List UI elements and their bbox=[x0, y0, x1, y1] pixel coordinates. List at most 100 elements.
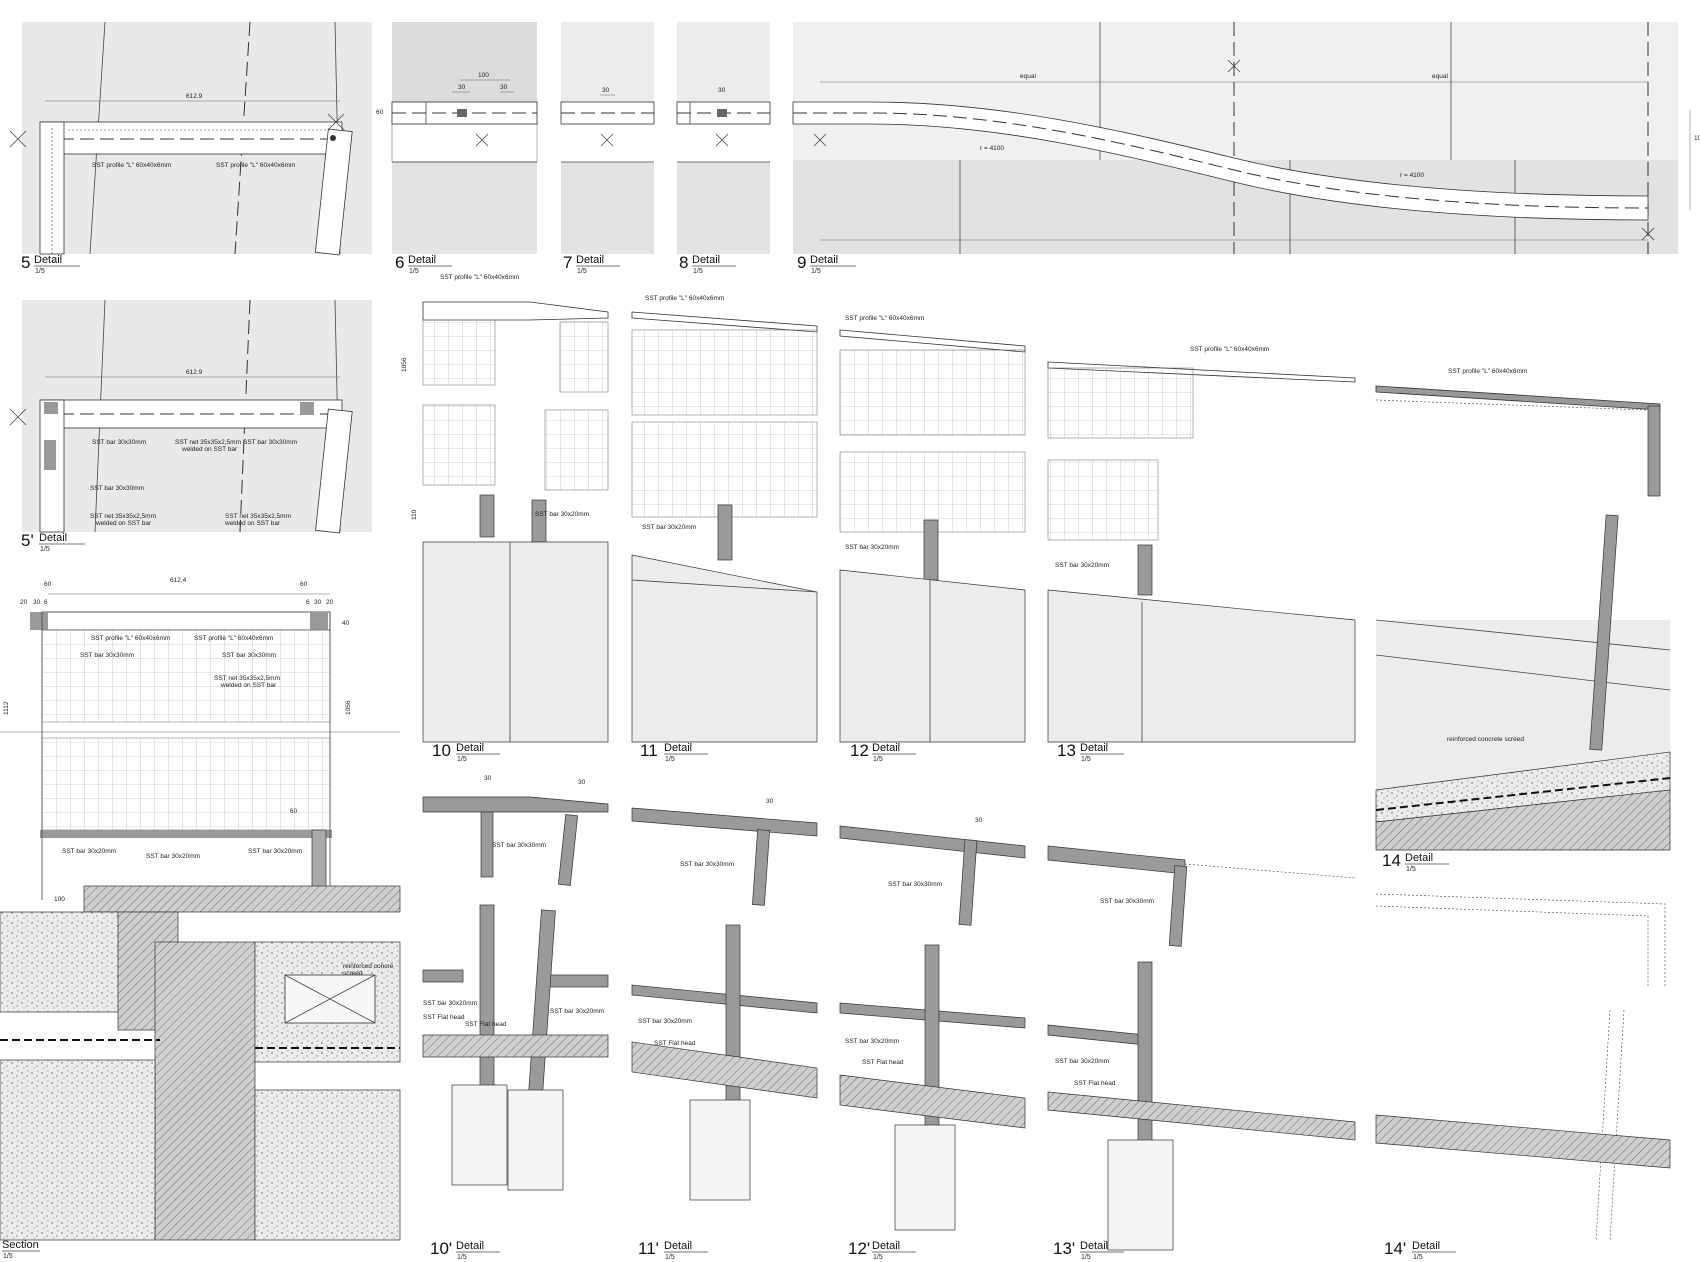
detail-14-prime-drawing bbox=[1375, 893, 1671, 1241]
detail-scale: 1/5 bbox=[1406, 866, 1416, 873]
annotation-net: SST net 35x35x2,5mm bbox=[225, 513, 291, 520]
annotation-sst-profile: SST profile "L" 60x40x6mm bbox=[645, 295, 724, 302]
dim-100: 100 bbox=[1694, 135, 1700, 142]
detail-title: Detail bbox=[408, 254, 436, 266]
annotation-bar-30x20: SST bar 30x20mm bbox=[845, 1038, 899, 1045]
detail-title: Detail bbox=[456, 742, 484, 754]
dim-20: 20 bbox=[326, 599, 334, 606]
detail-title: Detail bbox=[1080, 1240, 1108, 1252]
dim-60: 60 bbox=[44, 581, 52, 588]
dim-40: 40 bbox=[342, 620, 350, 627]
annotation-net: SST net 35x35x2,5mm bbox=[90, 513, 156, 520]
annotation-bar-30x30: SST bar 30x30mm bbox=[888, 881, 942, 888]
annotation-sst-profile: SST profile "L" 60x40x6mm bbox=[845, 315, 924, 322]
title-detail-14: 14 Detail 1/5 bbox=[1382, 851, 1449, 873]
detail-number: 5' bbox=[21, 531, 34, 550]
title-detail-5: 5 Detail 1/5 bbox=[21, 253, 80, 275]
title-detail-10: 10 Detail 1/5 bbox=[432, 741, 500, 763]
annotation-net-2: welded on SST bar bbox=[95, 520, 152, 527]
detail-scale: 1/5 bbox=[1081, 1254, 1091, 1261]
detail-6-drawing bbox=[391, 22, 538, 254]
dim-20: 20 bbox=[20, 599, 28, 606]
detail-title: Detail bbox=[872, 742, 900, 754]
dim-30: 30 bbox=[975, 817, 983, 824]
detail-scale: 1/5 bbox=[665, 756, 675, 763]
detail-scale: 1/5 bbox=[1081, 756, 1091, 763]
annotation-bar-30x30: SST bar 30x30mm bbox=[222, 652, 276, 659]
detail-scale: 1/5 bbox=[409, 268, 419, 275]
annotation-flat-head: SST Flat head bbox=[423, 1014, 465, 1021]
detail-12-prime-drawing bbox=[839, 825, 1026, 1231]
detail-scale: 1/5 bbox=[811, 268, 821, 275]
annotation-bar-30x20: SST bar 30x20mm bbox=[642, 524, 696, 531]
dim-60: 60 bbox=[300, 581, 308, 588]
detail-number: 9 bbox=[797, 253, 806, 272]
detail-title: Detail bbox=[456, 1240, 484, 1252]
dim-1056: 1056 bbox=[345, 700, 352, 715]
detail-title: Detail bbox=[1412, 1240, 1440, 1252]
title-detail-6: 6 Detail 1/5 bbox=[395, 253, 452, 275]
detail-10-drawing bbox=[422, 300, 609, 743]
annotation-screed-2: screed bbox=[343, 970, 363, 977]
annotation-net-2: welded on SST bar bbox=[220, 682, 277, 689]
detail-13-drawing bbox=[1047, 361, 1356, 743]
annotation-net: SST net 35x35x2,5mm bbox=[214, 675, 280, 682]
detail-11-drawing bbox=[631, 311, 818, 743]
annotation-screed-1: reinforced concre bbox=[343, 963, 394, 970]
annotation-bar-30x30: SST bar 30x30mm bbox=[680, 861, 734, 868]
annotation-net-2: welded on SST bar bbox=[224, 520, 281, 527]
annotation-screed: reinforced concrete screed bbox=[1447, 736, 1524, 743]
dim-612-9: 612.9 bbox=[186, 369, 203, 376]
detail-number: 13 bbox=[1057, 741, 1076, 760]
annotation-sst-profile: SST profile "L" 60x40x6mm bbox=[440, 274, 519, 281]
dim-612-4: 612.4 bbox=[170, 577, 187, 584]
annotation-sst-profile: SST profile "L" 60x40x6mm bbox=[91, 635, 170, 642]
detail-title: Detail bbox=[664, 1240, 692, 1252]
dim-612-9: 612.9 bbox=[186, 93, 203, 100]
detail-5-drawing bbox=[9, 21, 372, 256]
dim-30: 30 bbox=[718, 87, 726, 94]
section-title: Section bbox=[2, 1239, 39, 1251]
detail-7-drawing bbox=[560, 22, 655, 254]
annotation-bar-30x20: SST bar 30x20mm bbox=[845, 544, 899, 551]
detail-scale: 1/5 bbox=[873, 756, 883, 763]
detail-8-drawing bbox=[676, 22, 771, 254]
annotation-bar-30x20: SST bar 30x20mm bbox=[146, 853, 200, 860]
detail-scale: 1/5 bbox=[577, 268, 587, 275]
dim-30: 30 bbox=[500, 84, 508, 91]
detail-number: 5 bbox=[21, 253, 30, 272]
dim-60: 60 bbox=[376, 109, 384, 116]
title-detail-5-prime: 5' Detail 1/5 bbox=[21, 531, 85, 553]
detail-number: 11 bbox=[640, 741, 658, 760]
annotation-bar-30x20: SST bar 30x20mm bbox=[62, 848, 116, 855]
annotation-bar-30x20: SST bar 30x20mm bbox=[638, 1018, 692, 1025]
detail-number: 8 bbox=[679, 253, 688, 272]
annotation-flat-head: SST Flat head bbox=[1074, 1080, 1116, 1087]
dim-6: 6 bbox=[306, 599, 310, 606]
title-detail-14-prime: 14' Detail 1/5 bbox=[1384, 1239, 1456, 1261]
detail-number: 10' bbox=[430, 1239, 452, 1258]
detail-scale: 1/5 bbox=[457, 756, 467, 763]
detail-title: Detail bbox=[1080, 742, 1108, 754]
title-detail-8: 8 Detail 1/5 bbox=[679, 253, 736, 275]
annotation-net: SST net 35x35x2,5mm bbox=[175, 439, 241, 446]
title-detail-12: 12 Detail 1/5 bbox=[850, 741, 916, 763]
detail-number: 7 bbox=[563, 253, 572, 272]
detail-number: 13' bbox=[1053, 1239, 1075, 1258]
detail-title: Detail bbox=[664, 742, 692, 754]
detail-scale: 1/5 bbox=[873, 1254, 883, 1261]
annotation-flat-head: SST Flat head bbox=[862, 1059, 904, 1066]
annotation-sst-profile: SST profile "L" 60x40x6mm bbox=[92, 162, 171, 169]
annotation-bar-30x30: SST bar 30x30mm bbox=[243, 439, 297, 446]
annotation-radius: r = 4100 bbox=[1400, 172, 1424, 179]
title-section: Section 1/5 bbox=[2, 1239, 40, 1260]
annotation-bar-30x20: SST bar 30x20mm bbox=[1055, 1058, 1109, 1065]
detail-12-drawing bbox=[839, 329, 1026, 743]
dim-30: 30 bbox=[766, 798, 774, 805]
section-drawing bbox=[0, 593, 401, 1241]
detail-number: 12 bbox=[850, 741, 869, 760]
title-detail-11-prime: 11' Detail 1/5 bbox=[638, 1239, 708, 1261]
section-scale: 1/5 bbox=[3, 1253, 13, 1260]
annotation-bar-30x20: SST bar 30x20mm bbox=[550, 1008, 604, 1015]
detail-title: Detail bbox=[34, 254, 62, 266]
